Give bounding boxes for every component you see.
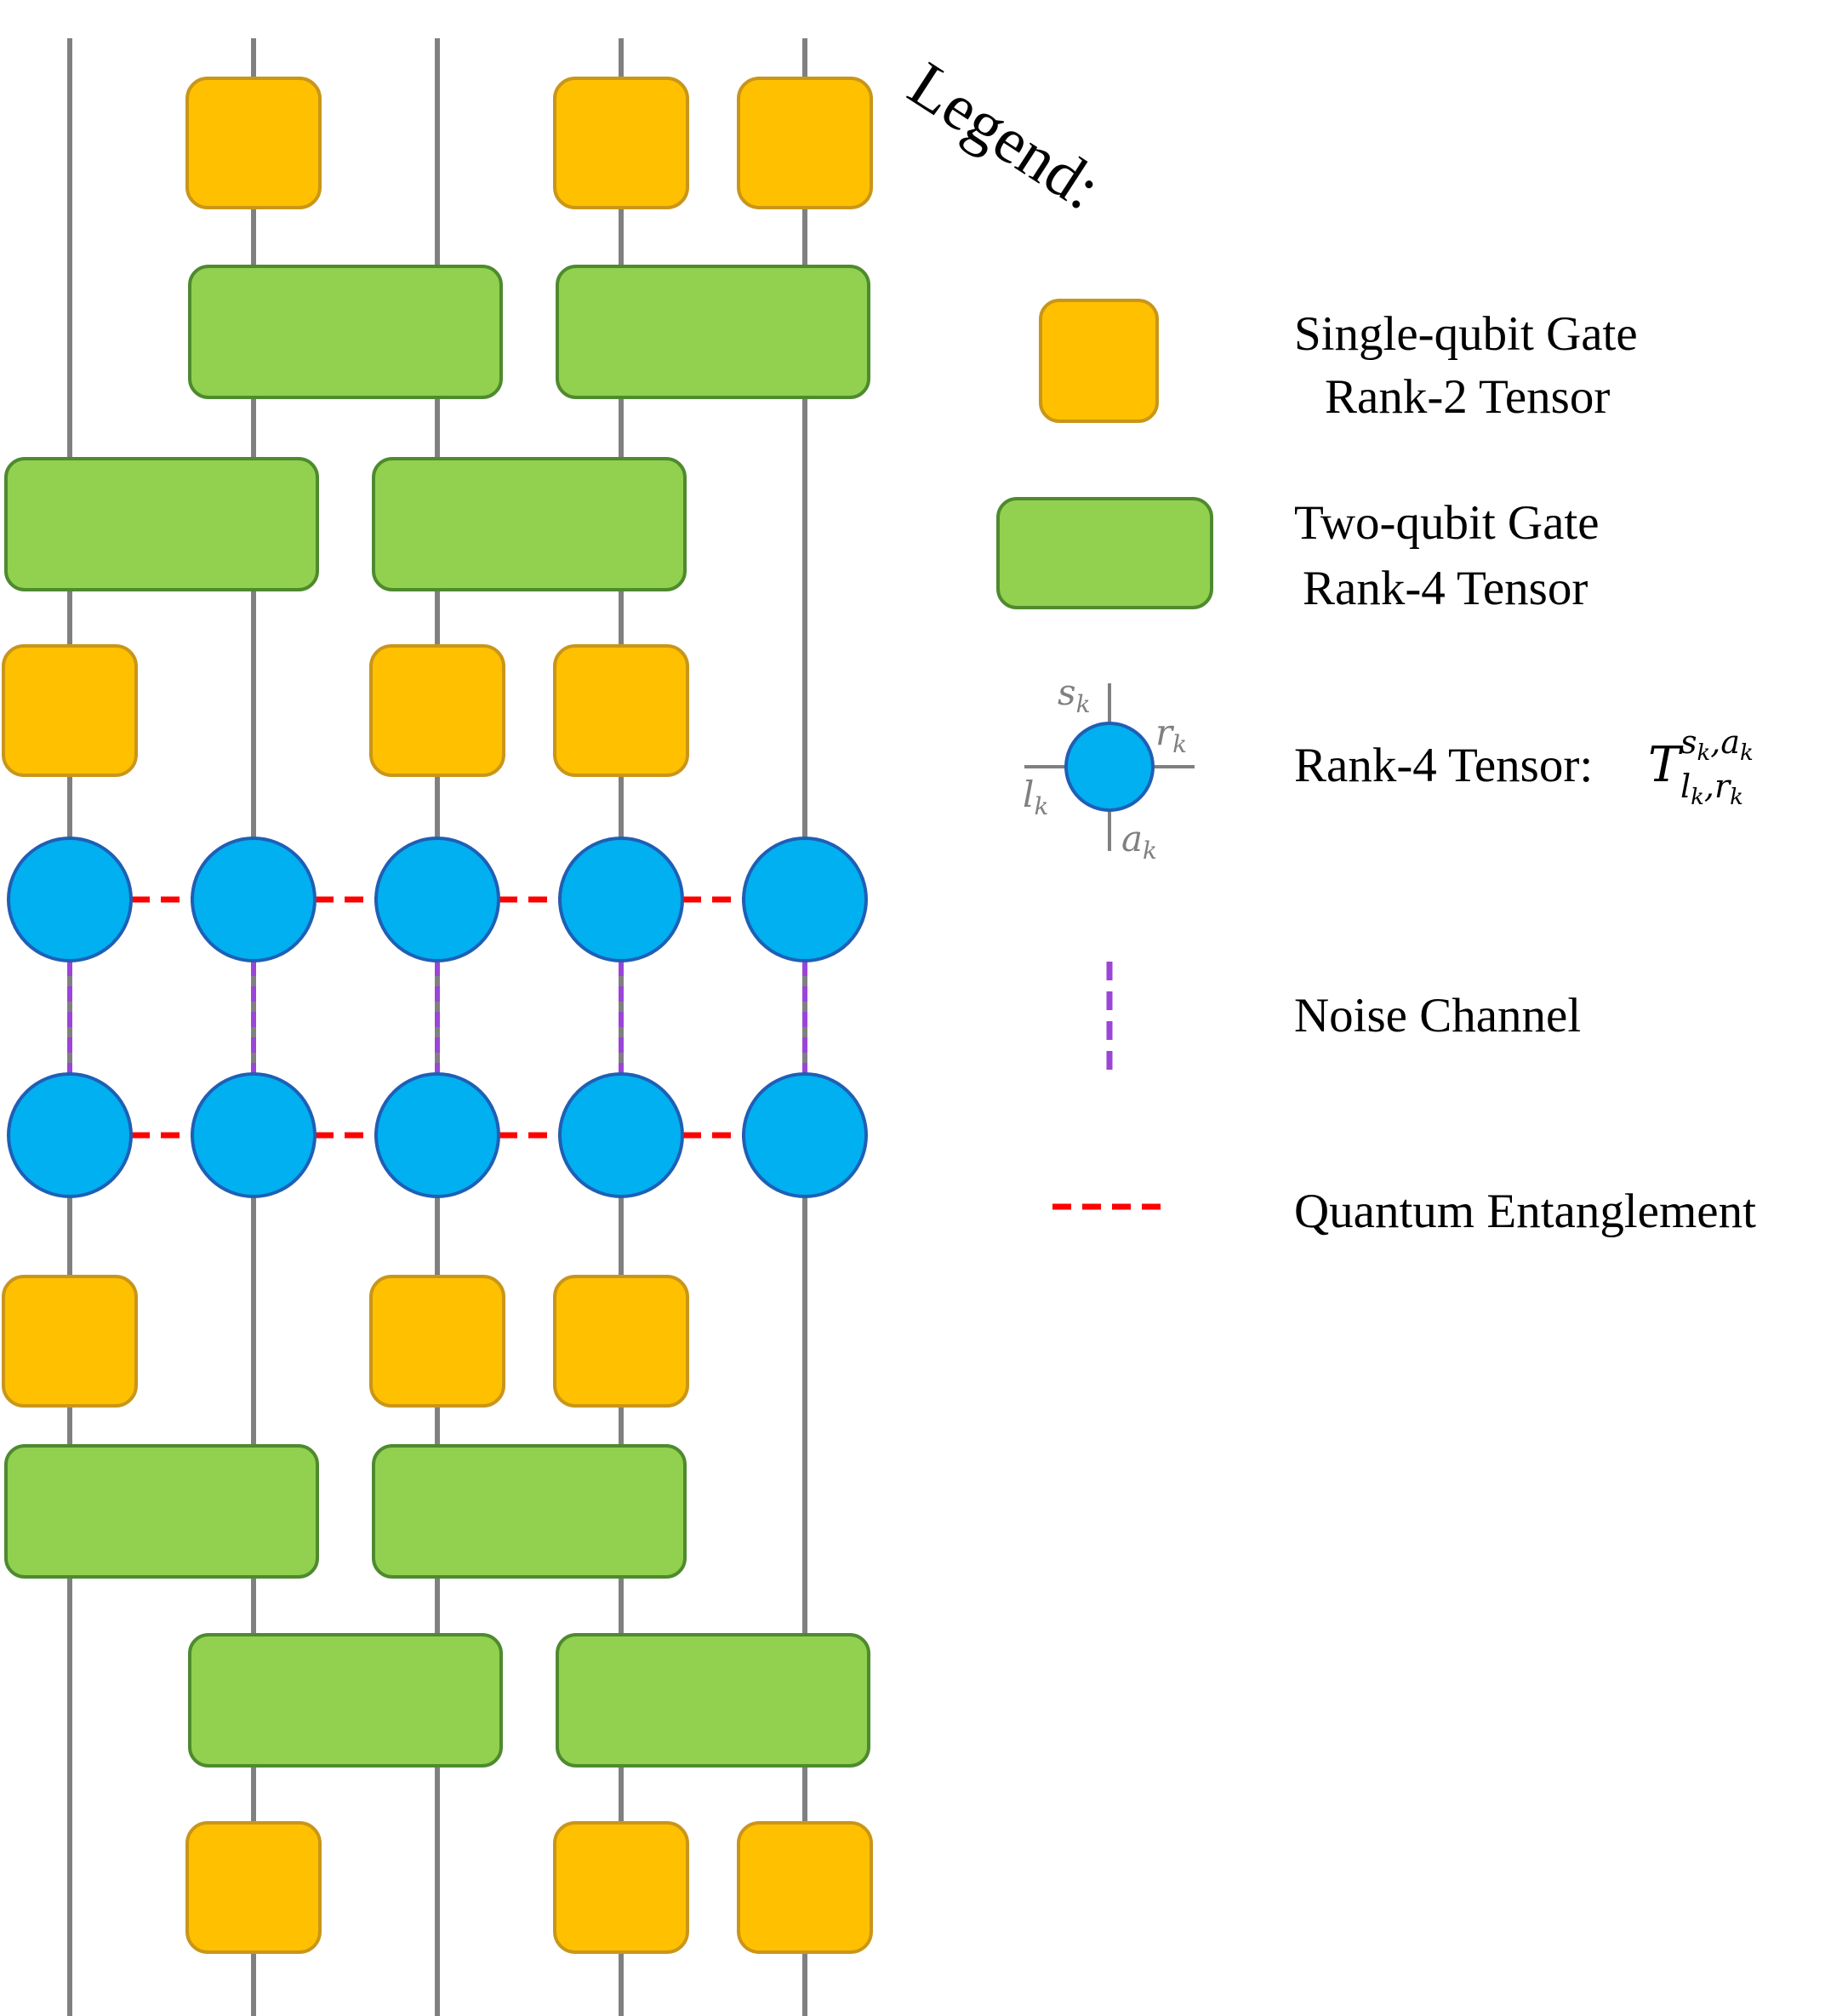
single-qubit-gate (185, 1821, 322, 1954)
rank-4-tensor (742, 1072, 868, 1198)
rank-4-tensor (374, 1072, 500, 1198)
legend-tensor-formula: T sk,ak lk,rk (1648, 716, 1769, 810)
legend-index-s: sk (1058, 671, 1091, 718)
rank-4-tensor (742, 837, 868, 962)
single-qubit-gate (553, 1821, 689, 1954)
single-qubit-gate (2, 644, 138, 777)
circuit-gates (2, 77, 873, 1954)
rank-4-tensor (7, 1072, 133, 1198)
legend-title: Legend: (897, 49, 1114, 224)
rank-4-tensor (558, 837, 684, 962)
two-qubit-gate (4, 1444, 319, 1579)
legend-tensor-symbol (1024, 683, 1195, 851)
single-qubit-gate (737, 1821, 873, 1954)
two-qubit-gate (372, 1444, 687, 1579)
legend-entanglement-label: Quantum Entanglement (1294, 1185, 1756, 1238)
legend-two-gate-swatch (996, 497, 1213, 609)
rank-4-tensor (7, 837, 133, 962)
legend-index-a: ak (1121, 818, 1157, 865)
legend-single-gate-line2: Rank-2 Tensor (1325, 370, 1610, 424)
legend-tensor-circle (1064, 722, 1155, 812)
single-qubit-gate (185, 77, 322, 209)
legend-index-r: rk (1155, 711, 1187, 758)
single-qubit-gate (553, 644, 689, 777)
single-qubit-gate (2, 1275, 138, 1408)
single-qubit-gate (553, 1275, 689, 1408)
rank-4-tensor (191, 1072, 317, 1198)
rank-4-tensor (558, 1072, 684, 1198)
single-qubit-gate (553, 77, 689, 209)
legend-single-gate-swatch (1039, 299, 1159, 423)
two-qubit-gate (556, 1633, 870, 1768)
entanglement-links (131, 896, 744, 1139)
legend-index-l: lk (1023, 774, 1048, 820)
two-qubit-gate (188, 265, 503, 399)
legend-single-gate-line1: Single-qubit Gate (1294, 307, 1638, 361)
single-qubit-gate (369, 644, 505, 777)
legend-two-gate-line2: Rank-4 Tensor (1303, 562, 1588, 615)
rank-4-tensor (191, 837, 317, 962)
two-qubit-gate (556, 265, 870, 399)
legend: Legend: Single-qubit Gate Rank-2 Tensor … (897, 49, 1769, 1238)
noise-channel-links (67, 961, 807, 1074)
rank-4-tensor (374, 837, 500, 962)
legend-noise-label: Noise Channel (1294, 989, 1581, 1042)
legend-two-gate-line1: Two-qubit Gate (1294, 496, 1600, 550)
two-qubit-gate (4, 457, 319, 591)
legend-tensor-label: Rank-4 Tensor: (1294, 739, 1593, 792)
two-qubit-gate (188, 1633, 503, 1768)
single-qubit-gate (737, 77, 873, 209)
single-qubit-gate (369, 1275, 505, 1408)
two-qubit-gate (372, 457, 687, 591)
